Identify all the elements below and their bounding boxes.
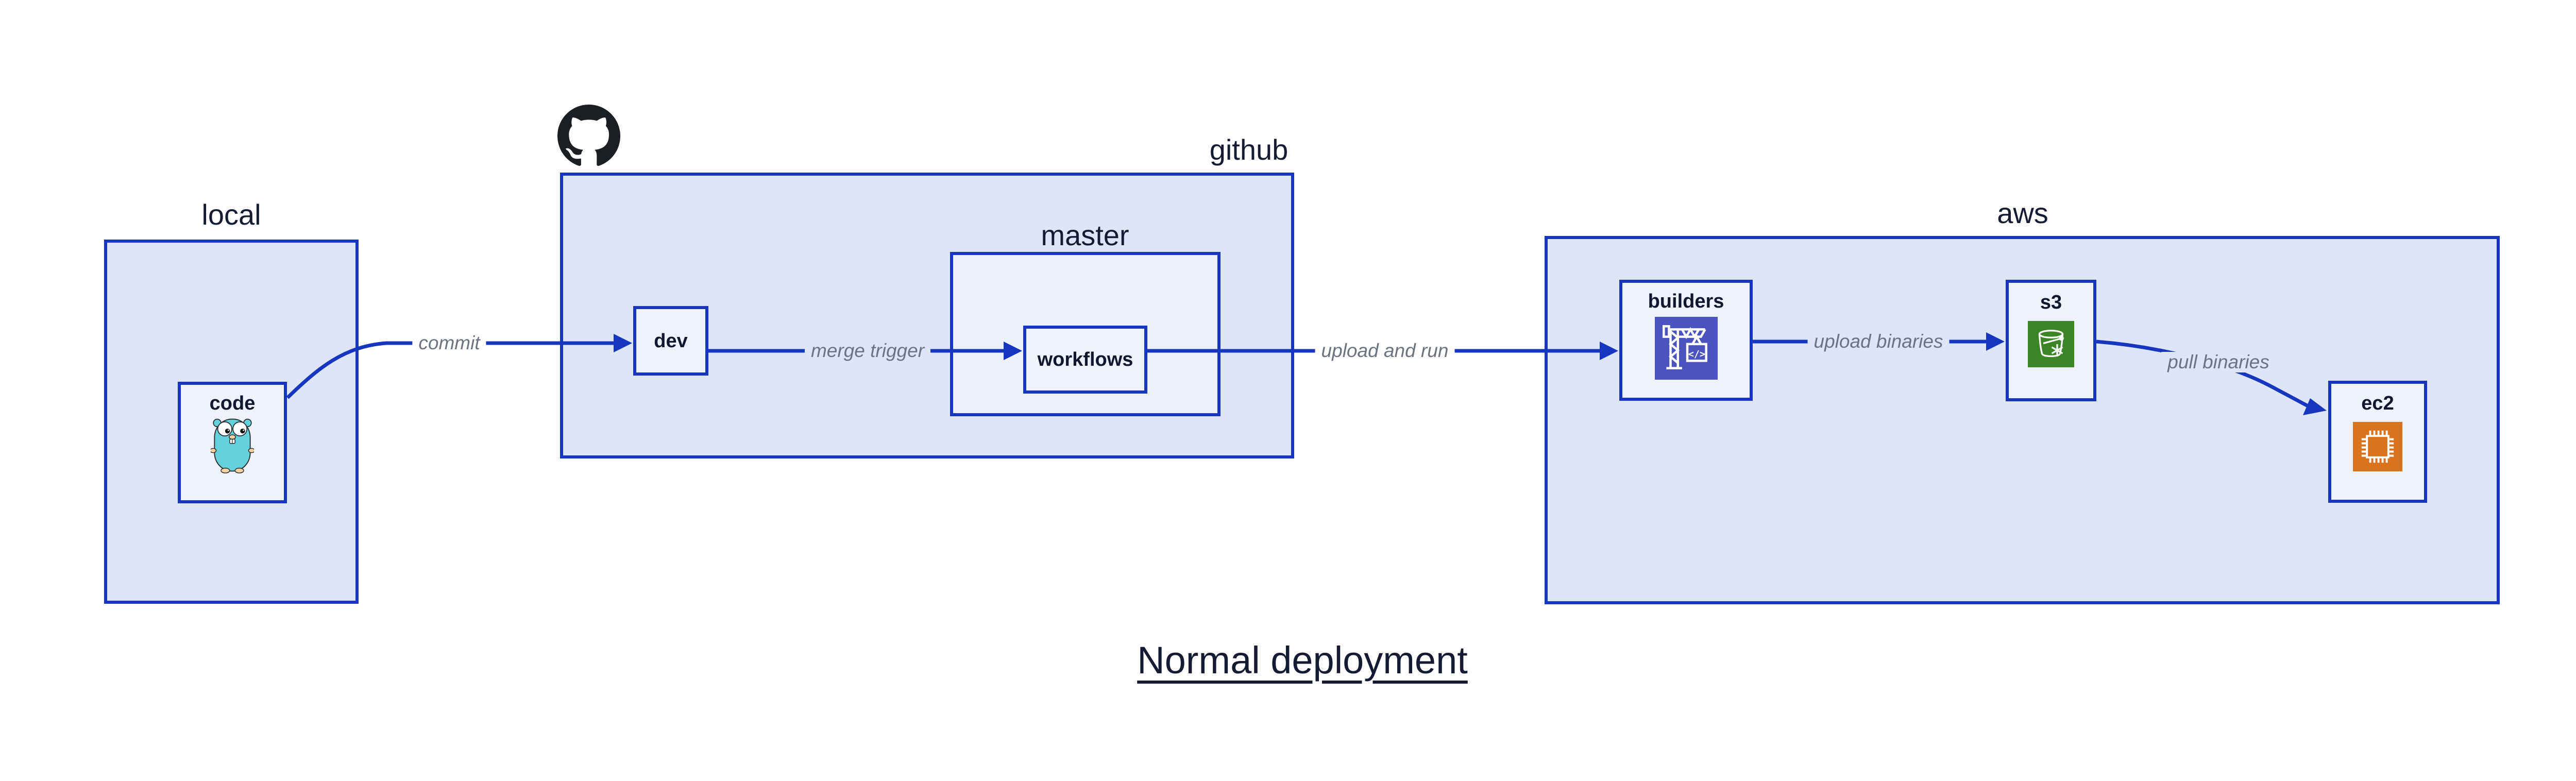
codebuild-crane-icon: </>: [1654, 317, 1718, 380]
edge-merge-trigger-label: merge trigger: [804, 341, 931, 361]
node-dev: dev: [633, 306, 708, 376]
node-workflows: workflows: [1023, 326, 1147, 394]
node-builders-label: builders: [1648, 291, 1724, 312]
s3-glacier-bucket-icon: [2028, 321, 2074, 367]
edge-pull-binaries-label: pull binaries: [2161, 352, 2276, 372]
node-code: code: [178, 382, 287, 503]
node-builders: builders </>: [1619, 280, 1753, 401]
cluster-github-label: github: [1209, 133, 1289, 166]
node-dev-label: dev: [654, 330, 688, 352]
cluster-master-label: master: [1041, 219, 1129, 251]
cluster-local-label: local: [201, 198, 261, 231]
node-ec2: ec2: [2328, 381, 2427, 503]
node-s3-label: s3: [2040, 292, 2062, 313]
edge-upload-binaries-label: upload binaries: [1807, 331, 1950, 352]
node-code-label: code: [209, 393, 256, 414]
go-gopher-icon: [211, 418, 254, 473]
ec2-chip-icon: [2353, 422, 2402, 471]
diagram-title: Normal deployment: [1137, 639, 1468, 682]
cluster-aws-label: aws: [1997, 197, 2048, 229]
github-octocat-logo-icon: [557, 105, 620, 166]
edge-upload-and-run-label: upload and run: [1315, 341, 1455, 361]
svg-text:</>: </>: [1688, 349, 1705, 360]
node-ec2-label: ec2: [2361, 393, 2394, 414]
edge-commit-label: commit: [412, 333, 486, 353]
node-s3: s3: [2006, 280, 2096, 401]
node-workflows-label: workflows: [1037, 349, 1133, 370]
